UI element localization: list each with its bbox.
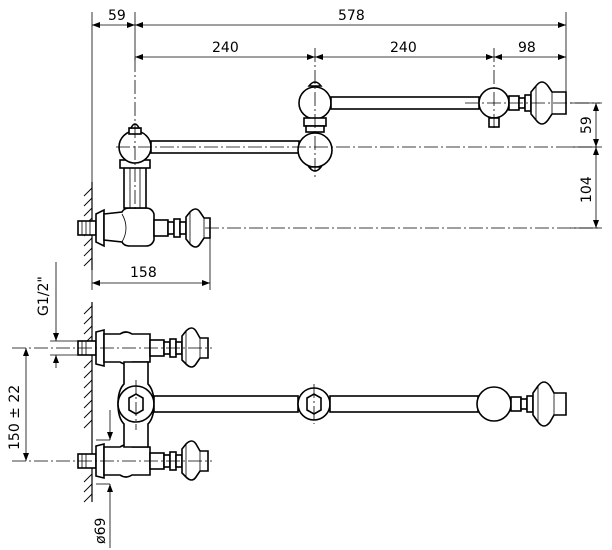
- front-view: [12, 302, 567, 503]
- dim-wall-projection: 158: [130, 265, 157, 281]
- dim-spout-tip: 98: [518, 40, 536, 56]
- dim-spout-height: 59: [579, 116, 595, 134]
- left-dimensions: G1/2" 150 ± 22 ø69: [7, 262, 113, 548]
- right-dimensions: 59 104: [570, 102, 602, 229]
- front-spout-handle[interactable]: [532, 381, 567, 427]
- dim-thread: G1/2": [36, 276, 52, 316]
- front-arm-2: [329, 395, 479, 413]
- dim-flange-diameter: ø69: [93, 518, 109, 544]
- top-dimensions: 59 578 240 240 98: [91, 8, 567, 182]
- inlet-stub: [77, 220, 97, 236]
- dim-arm-segment-2: 240: [390, 40, 417, 56]
- dim-top-offset: 59: [108, 8, 126, 24]
- upper-cross-handle[interactable]: [181, 327, 209, 368]
- dim-arm-segment-1: 240: [212, 40, 239, 56]
- wall-hatch-front: [83, 305, 93, 503]
- mixer-body: [103, 207, 155, 247]
- front-arm-1: [153, 395, 299, 413]
- front-spout-ball: [476, 386, 512, 422]
- dim-inlet-spacing: 150 ± 22: [7, 385, 23, 450]
- projection-dimension: 158: [91, 238, 211, 290]
- wall-flange: [95, 208, 105, 248]
- lower-cross-handle[interactable]: [181, 440, 209, 481]
- swing-arm-2: [330, 96, 480, 110]
- dim-overall-length: 578: [338, 8, 365, 24]
- side-view: [77, 48, 600, 270]
- valve-connector: [153, 219, 169, 237]
- dim-arm-height: 104: [579, 176, 595, 203]
